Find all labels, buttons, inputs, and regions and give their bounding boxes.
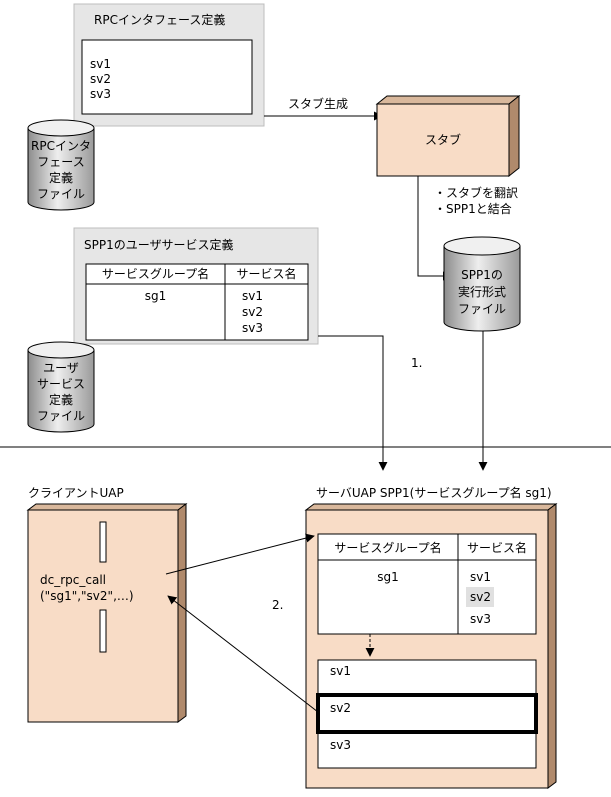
- stub-box: [375, 94, 521, 178]
- rpc-def-inner-box: [81, 39, 253, 115]
- rpc-def-item-1: sv1: [90, 57, 111, 71]
- sv2-module-highlight: [316, 693, 538, 734]
- exe-file-label-2: 実行形式: [457, 285, 506, 299]
- server-service-1: sv1: [470, 570, 491, 584]
- step-1-label: 1.: [411, 356, 423, 370]
- server-group-value: sg1: [377, 570, 399, 584]
- stub-note-1: ・スタブを翻訳: [434, 186, 519, 200]
- user-def-col-group: サービスグループ名: [101, 267, 210, 281]
- step-2-label: 2.: [272, 598, 284, 612]
- server-module-2: sv2: [330, 701, 351, 715]
- rpc-def-item-2: sv2: [90, 72, 111, 86]
- rpc-file-label-1: RPCインタ: [31, 139, 91, 153]
- user-service-def-table: [85, 263, 309, 341]
- user-service-def-title: SPP1のユーザサービス定義: [84, 238, 234, 252]
- rpc-reply-arrow: [167, 595, 319, 713]
- sv2-highlight: [466, 587, 494, 607]
- rpc-file-label-2: フェース: [37, 155, 85, 169]
- client-box: [26, 503, 188, 723]
- user-service-file-cylinder: [27, 341, 95, 433]
- user-file-label-2: サービス: [36, 377, 85, 391]
- server-service-2: sv2: [470, 590, 491, 604]
- server-modules: [316, 659, 538, 769]
- stub-gen-label: スタブ生成: [288, 97, 349, 111]
- stub-note-2: ・SPP1と結合: [434, 202, 512, 216]
- exe-file-cylinder: [443, 236, 521, 332]
- user-def-service-3: sv3: [242, 321, 263, 335]
- rpc-file-label-3: 定義: [48, 171, 73, 185]
- client-call-line-1: dc_rpc_call: [40, 573, 106, 587]
- user-def-group-value: sg1: [144, 289, 167, 303]
- server-service-3: sv3: [470, 612, 491, 626]
- user-file-label-3: 定義: [48, 393, 73, 407]
- def-to-server-arrow: [318, 335, 388, 471]
- rpc-def-item-3: sv3: [90, 87, 111, 101]
- stub-label: スタブ: [424, 133, 461, 147]
- rpc-def-title: RPCインタフェース定義: [94, 13, 226, 27]
- server-title: サーバUAP SPP1(サービスグループ名 sg1): [316, 486, 552, 500]
- server-module-3: sv3: [330, 738, 351, 752]
- user-file-label-4: ファイル: [36, 409, 85, 423]
- stub-to-exe-arrow: [417, 176, 452, 281]
- user-def-service-2: sv2: [242, 305, 263, 319]
- user-file-label-1: ユーザ: [43, 361, 79, 375]
- client-title: クライアントUAP: [28, 486, 124, 500]
- rpc-file-label-4: ファイル: [36, 187, 85, 201]
- exe-file-label-3: ファイル: [457, 302, 506, 316]
- server-module-1: sv1: [330, 664, 351, 678]
- rpc-call-arrow: [165, 533, 315, 575]
- user-def-col-service: サービス名: [236, 267, 297, 281]
- rpc-file-cylinder: [27, 119, 95, 211]
- server-col-service: サービス名: [466, 541, 527, 555]
- exe-file-label-1: SPP1の: [461, 268, 503, 282]
- client-call-line-2: ("sg1","sv2",…): [40, 589, 134, 603]
- user-def-service-1: sv1: [242, 289, 263, 303]
- server-col-group: サービスグループ名: [334, 541, 442, 555]
- server-service-table: [317, 533, 537, 635]
